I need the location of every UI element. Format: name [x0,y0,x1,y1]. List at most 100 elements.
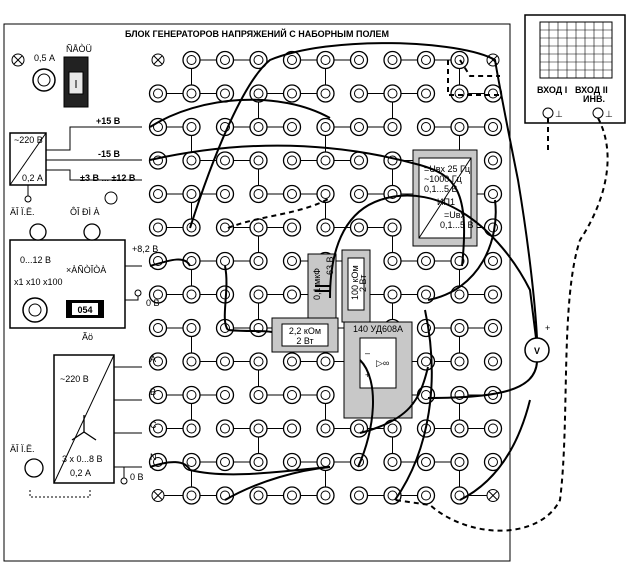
grid-socket[interactable] [249,385,268,405]
grid-socket[interactable] [249,419,268,438]
grid-socket[interactable] [282,218,302,237]
grid-socket[interactable] [249,285,268,304]
grid-socket[interactable] [416,251,436,271]
grid-socket[interactable] [316,50,335,70]
grid-socket[interactable] [182,452,201,472]
grid-socket[interactable] [416,318,436,338]
grid-socket[interactable] [282,184,302,204]
grid-socket[interactable] [483,184,503,204]
grid-socket[interactable] [349,151,369,170]
grid-socket[interactable] [316,151,335,170]
scope-input-1[interactable] [542,107,554,119]
grid-socket[interactable] [416,50,436,70]
grid-socket[interactable] [483,318,503,338]
grid-socket[interactable] [349,218,369,237]
grid-socket[interactable] [316,385,335,405]
grid-socket[interactable] [249,318,268,338]
grid-socket[interactable] [349,184,369,204]
grid-socket[interactable] [182,352,201,371]
grid-socket[interactable] [282,486,302,505]
grid-socket[interactable] [416,452,436,472]
grid-socket[interactable] [282,452,302,472]
grid-socket[interactable] [450,318,469,338]
grid-socket[interactable] [416,84,436,103]
grid-socket[interactable] [383,419,402,438]
grid-socket[interactable] [282,285,302,304]
grid-socket[interactable] [483,419,503,438]
grid-socket[interactable] [249,117,268,137]
grid-socket[interactable] [215,84,235,103]
grid-socket[interactable] [483,352,503,371]
grid-socket[interactable] [383,251,402,271]
grid-socket[interactable] [215,151,235,170]
scope-input-2[interactable] [592,107,604,119]
pm-knob[interactable] [104,191,118,205]
level-knob[interactable] [29,223,47,241]
grid-socket[interactable] [215,352,235,371]
grid-socket[interactable] [316,117,335,137]
grid-socket[interactable] [349,84,369,103]
grid-socket[interactable] [282,352,302,371]
grid-socket[interactable] [249,218,268,237]
grid-socket[interactable] [450,486,469,505]
grid-socket[interactable] [282,84,302,103]
grid-socket[interactable] [182,419,201,438]
grid-socket[interactable] [349,117,369,137]
grid-socket[interactable] [383,50,402,70]
grid-socket[interactable] [349,50,369,70]
grid-socket[interactable] [182,486,201,505]
grid-socket[interactable] [215,419,235,438]
grid-socket[interactable] [215,486,235,505]
grid-socket[interactable] [316,419,335,438]
grid-socket[interactable] [215,50,235,70]
grid-socket[interactable] [349,452,369,472]
grid-socket[interactable] [215,385,235,405]
grid-socket[interactable] [249,452,268,472]
grid-socket[interactable] [182,84,201,103]
grid-socket[interactable] [450,452,469,472]
grid-socket[interactable] [383,452,402,472]
grid-socket[interactable] [182,285,201,304]
grid-socket[interactable] [450,385,469,405]
grid-socket[interactable] [450,352,469,371]
grid-socket[interactable] [182,184,201,204]
grid-socket[interactable] [282,419,302,438]
grid-socket[interactable] [282,385,302,405]
grid-socket[interactable] [316,486,335,505]
grid-socket[interactable] [182,318,201,338]
grid-socket[interactable] [416,117,436,137]
grid-socket[interactable] [450,84,469,103]
grid-socket[interactable] [148,318,168,338]
ps3-knob[interactable] [24,458,44,478]
grid-socket[interactable] [316,84,335,103]
grid-socket[interactable] [282,117,302,137]
grid-socket[interactable] [450,117,469,137]
mode-knob[interactable] [83,223,101,241]
grid-socket[interactable] [450,419,469,438]
grid-socket[interactable] [383,285,402,304]
grid-socket[interactable] [349,419,369,438]
grid-socket[interactable] [483,117,503,137]
grid-socket[interactable] [148,117,168,137]
grid-socket[interactable] [282,151,302,170]
grid-socket[interactable] [282,251,302,271]
grid-socket[interactable] [249,151,268,170]
grid-socket[interactable] [182,151,201,170]
grid-socket[interactable] [483,285,503,304]
grid-socket[interactable] [215,184,235,204]
grid-socket[interactable] [316,352,335,371]
grid-socket[interactable] [148,84,168,103]
grid-socket[interactable] [383,218,402,237]
grid-socket[interactable] [383,84,402,103]
grid-socket[interactable] [450,251,469,271]
grid-socket[interactable] [249,352,268,371]
grid-socket[interactable] [148,218,168,237]
grid-socket[interactable] [450,285,469,304]
grid-socket[interactable] [249,486,268,505]
grid-socket[interactable] [450,50,469,70]
grid-socket[interactable] [316,218,335,237]
grid-socket[interactable] [182,117,201,137]
grid-socket[interactable] [416,285,436,304]
grid-socket[interactable] [383,184,402,204]
grid-socket[interactable] [182,50,201,70]
